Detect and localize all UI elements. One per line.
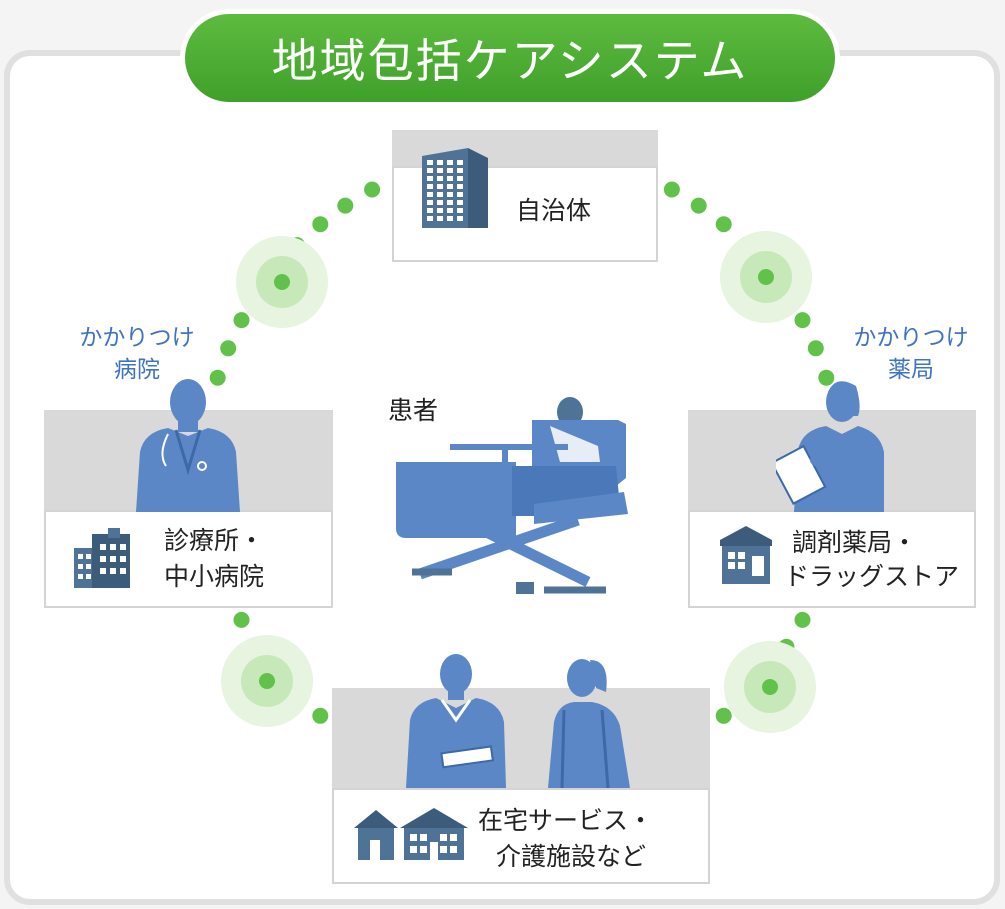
family-pharmacy-tag: かかりつけ 薬局 [836, 322, 986, 386]
care-facility-card [332, 788, 710, 884]
ring-dot [794, 611, 811, 628]
office-building-icon [422, 148, 488, 228]
ring-dot [209, 369, 226, 386]
ring-dot [690, 197, 707, 214]
ring-dot [233, 312, 250, 329]
ring-dot [312, 707, 329, 724]
ring-dot [715, 216, 732, 233]
patient-bed-icon [396, 397, 628, 594]
ring-dot [233, 611, 250, 628]
family-hospital-tag-line1: かかりつけ [79, 325, 195, 351]
nurse-figure-icon [406, 654, 506, 788]
caregiver-figure-icon [548, 659, 630, 788]
municipality-label: 自治体 [516, 196, 592, 225]
dotted-ring [209, 181, 835, 724]
pharmacist-figure-icon [776, 381, 884, 512]
pharmacy-label-line1: 調剤薬局・ [792, 528, 918, 557]
family-pharmacy-tag-line2: 薬局 [888, 357, 934, 383]
houses-icon [354, 808, 468, 860]
hospital-buildings-icon [74, 528, 130, 588]
clinic-label-line1: 診療所・ [164, 526, 265, 555]
halo-bottom-right [724, 641, 816, 733]
clinic-label-line2: 中小病院 [164, 562, 265, 591]
care-facility-label-line2: 介護施設など [496, 842, 647, 871]
halo-top-right [720, 231, 812, 323]
pharmacy-store-icon [720, 526, 772, 584]
family-hospital-tag-line2: 病院 [114, 357, 160, 383]
family-hospital-tag: かかりつけ 病院 [62, 322, 212, 386]
doctor-figure-icon [136, 379, 240, 512]
ring-dot [337, 197, 354, 214]
care-facility-header-band [332, 688, 710, 788]
municipality-node: 自治体 [392, 130, 658, 262]
halo-bottom-left [221, 635, 313, 727]
ring-dot [220, 340, 237, 357]
family-pharmacy-tag-line1: かかりつけ [853, 325, 969, 351]
ring-dot [807, 340, 824, 357]
ring-dot [794, 312, 811, 329]
ring-dot [663, 181, 680, 198]
care-facility-node: 在宅サービス・ 介護施設など [332, 688, 710, 884]
pharmacy-label-line2: ドラッグストア [784, 562, 960, 591]
ring-dot [818, 369, 835, 386]
ring-dot [715, 707, 732, 724]
halo-top-left [236, 236, 328, 328]
page-title: 地域包括ケアシステム [185, 14, 835, 102]
ring-dot [312, 216, 329, 233]
care-facility-label-line1: 在宅サービス・ [478, 806, 654, 835]
ring-dot [364, 181, 381, 198]
patient-label: 患者 [388, 396, 439, 425]
